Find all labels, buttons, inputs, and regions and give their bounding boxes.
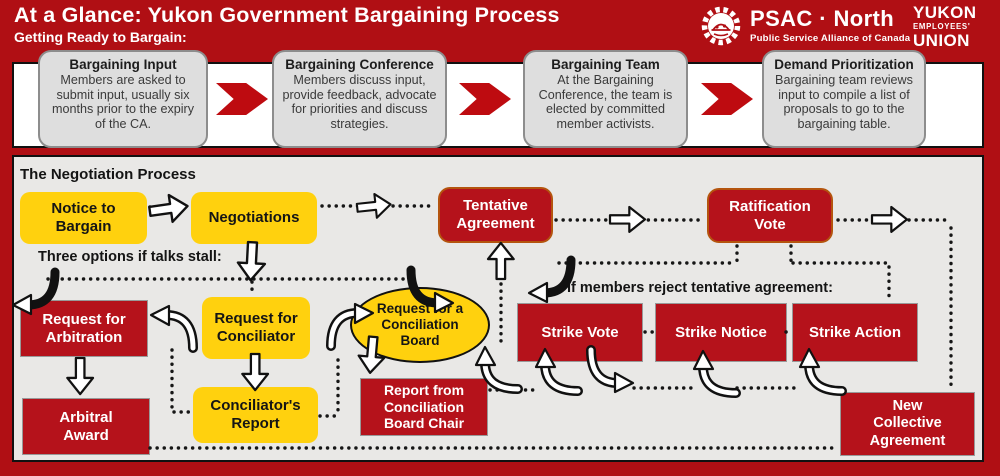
node-new-collective-agreement: New Collective Agreement <box>840 392 975 456</box>
step-body: At the Bargaining Conference, the team i… <box>538 73 673 131</box>
node-ratification-vote: Ratification Vote <box>707 188 833 243</box>
node-tentative-agreement: Tentative Agreement <box>438 187 553 243</box>
step-body: Members discuss input, provide feedback,… <box>282 73 437 131</box>
yeu-line1: YUKON <box>913 3 977 22</box>
step-bargaining-input: Bargaining Input Members are asked to su… <box>38 50 208 148</box>
step-body: Bargaining team reviews input to compile… <box>775 73 913 131</box>
step-title: Demand Prioritization <box>774 57 914 72</box>
step-body: Members are asked to submit input, usual… <box>51 73 195 131</box>
psac-tagline: Public Service Alliance of Canada <box>750 33 911 44</box>
step-demand-prioritization: Demand Prioritization Bargaining team re… <box>762 50 926 148</box>
node-negotiations: Negotiations <box>191 192 317 244</box>
node-report-board-chair: Report from Conciliation Board Chair <box>360 378 488 436</box>
yeu-line3: UNION <box>913 30 970 50</box>
step-title: Bargaining Conference <box>285 57 434 72</box>
negotiation-heading: The Negotiation Process <box>20 166 196 183</box>
node-conciliators-report: Conciliator's Report <box>193 387 318 443</box>
yeu-logo: YUKON EMPLOYEES' UNION <box>913 4 976 49</box>
node-notice-to-bargain: Notice to Bargain <box>20 192 147 244</box>
node-strike-vote: Strike Vote <box>517 303 643 362</box>
node-request-conciliation-board: Request for a Conciliation Board <box>350 287 490 363</box>
psac-gear-icon <box>701 6 741 46</box>
psac-name: PSAC · North <box>750 6 895 31</box>
step-bargaining-team: Bargaining Team At the Bargaining Confer… <box>523 50 688 148</box>
node-strike-notice: Strike Notice <box>655 303 787 362</box>
node-request-arbitration: Request for Arbitration <box>20 300 148 357</box>
step-title: Bargaining Team <box>551 57 660 72</box>
section-label-getting-ready: Getting Ready to Bargain: <box>14 29 187 45</box>
reject-agreement-label: If members reject tentative agreement: <box>567 280 833 296</box>
psac-logo: PSAC · North Public Service Alliance of … <box>698 3 910 49</box>
node-request-conciliator: Request for Conciliator <box>202 297 310 359</box>
yeu-line2: EMPLOYEES' <box>913 21 971 31</box>
step-bargaining-conference: Bargaining Conference Members discuss in… <box>272 50 447 148</box>
step-title: Bargaining Input <box>69 57 177 72</box>
node-arbitral-award: Arbitral Award <box>22 398 150 455</box>
node-strike-action: Strike Action <box>792 303 918 362</box>
stall-options-label: Three options if talks stall: <box>38 249 222 265</box>
page-title: At a Glance: Yukon Government Bargaining… <box>14 3 560 27</box>
